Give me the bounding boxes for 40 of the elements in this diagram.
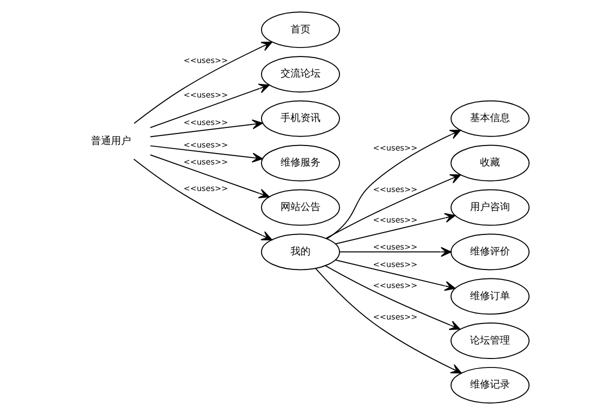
node-ellipse: 首页 [261,12,340,48]
arrow [326,174,461,239]
node-ellipse: 论坛管理 [450,322,530,360]
node-text: 普通用户 [90,136,131,147]
node-ellipse: 手机资讯 [261,100,340,137]
arrow [150,154,270,198]
edge-label: <<uses>> [373,260,418,270]
node-ellipse: 交流论坛 [261,56,340,92]
edge-label: <<uses>> [184,157,228,166]
edge-label: <<uses>> [373,280,418,290]
node-ellipse: 维修评价 [450,234,530,270]
edge-label: <<uses>> [184,140,228,150]
node-ellipse: 基本信息 [450,100,530,137]
arrow [339,247,452,257]
edge-label: <<uses>> [184,56,228,65]
arrow [334,213,456,244]
node-ellipse: 用户咨询 [450,189,530,226]
arrow [150,84,270,128]
edge-label: <<uses>> [184,90,228,100]
node-ellipse: 维修记录 [450,366,530,404]
edge-label: <<uses>> [373,185,418,194]
node-ellipse: 收藏 [450,144,530,182]
node-ellipse: 网站公告 [261,189,340,226]
edge-label: <<uses>> [373,216,418,225]
edge-label: <<uses>> [373,144,418,153]
arrow [334,259,456,291]
node-ellipse: 我的 [261,234,340,270]
arrow [150,119,263,138]
edge-label: <<uses>> [373,242,418,252]
node-ellipse: 维修订单 [450,278,530,315]
arrow [326,130,461,240]
arrow [134,42,272,124]
node-ellipse: 维修服务 [261,144,340,182]
arrow [324,265,460,330]
edge-label: <<uses>> [184,118,228,127]
arrow [133,158,272,240]
edge-label: <<uses>> [373,312,418,322]
arrow [150,145,263,163]
edge-label: <<uses>> [184,184,228,194]
arrow [315,268,462,374]
